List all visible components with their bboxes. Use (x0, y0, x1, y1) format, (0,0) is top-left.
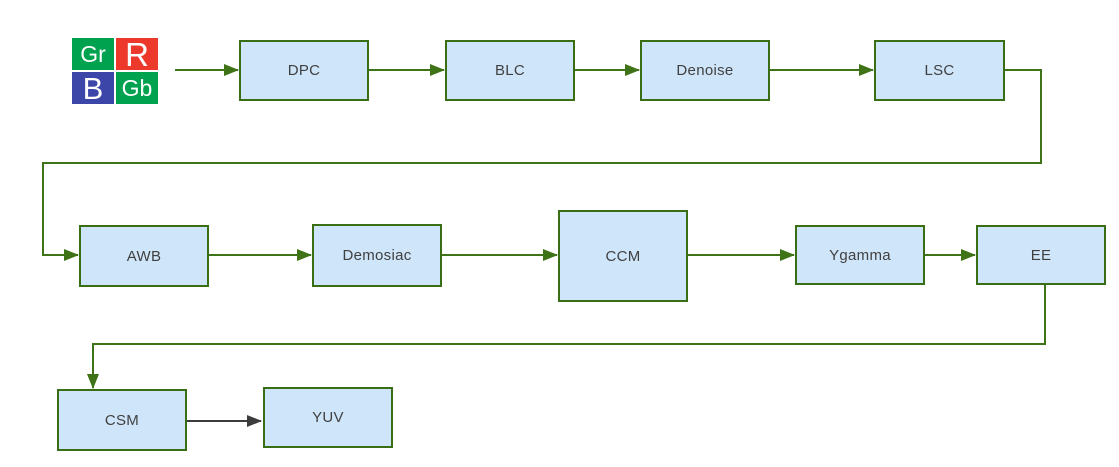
node-ee: EE (976, 225, 1106, 285)
node-ygamma: Ygamma (795, 225, 925, 285)
node-demosiac: Demosiac (312, 224, 442, 287)
bayer-cell-gr: Gr (72, 38, 114, 70)
connector-lsc-awb (42, 69, 1042, 261)
bayer-pattern-icon: Gr R B Gb (72, 38, 158, 104)
connector-ee-csm (87, 285, 1046, 389)
bayer-cell-gb: Gb (116, 72, 158, 104)
node-yuv: YUV (263, 387, 393, 448)
node-ccm: CCM (558, 210, 688, 302)
node-denoise: Denoise (640, 40, 770, 101)
bayer-cell-r: R (116, 38, 158, 70)
node-dpc: DPC (239, 40, 369, 101)
node-awb: AWB (79, 225, 209, 287)
node-lsc: LSC (874, 40, 1005, 101)
node-csm: CSM (57, 389, 187, 451)
node-blc: BLC (445, 40, 575, 101)
bayer-cell-b: B (72, 72, 114, 104)
